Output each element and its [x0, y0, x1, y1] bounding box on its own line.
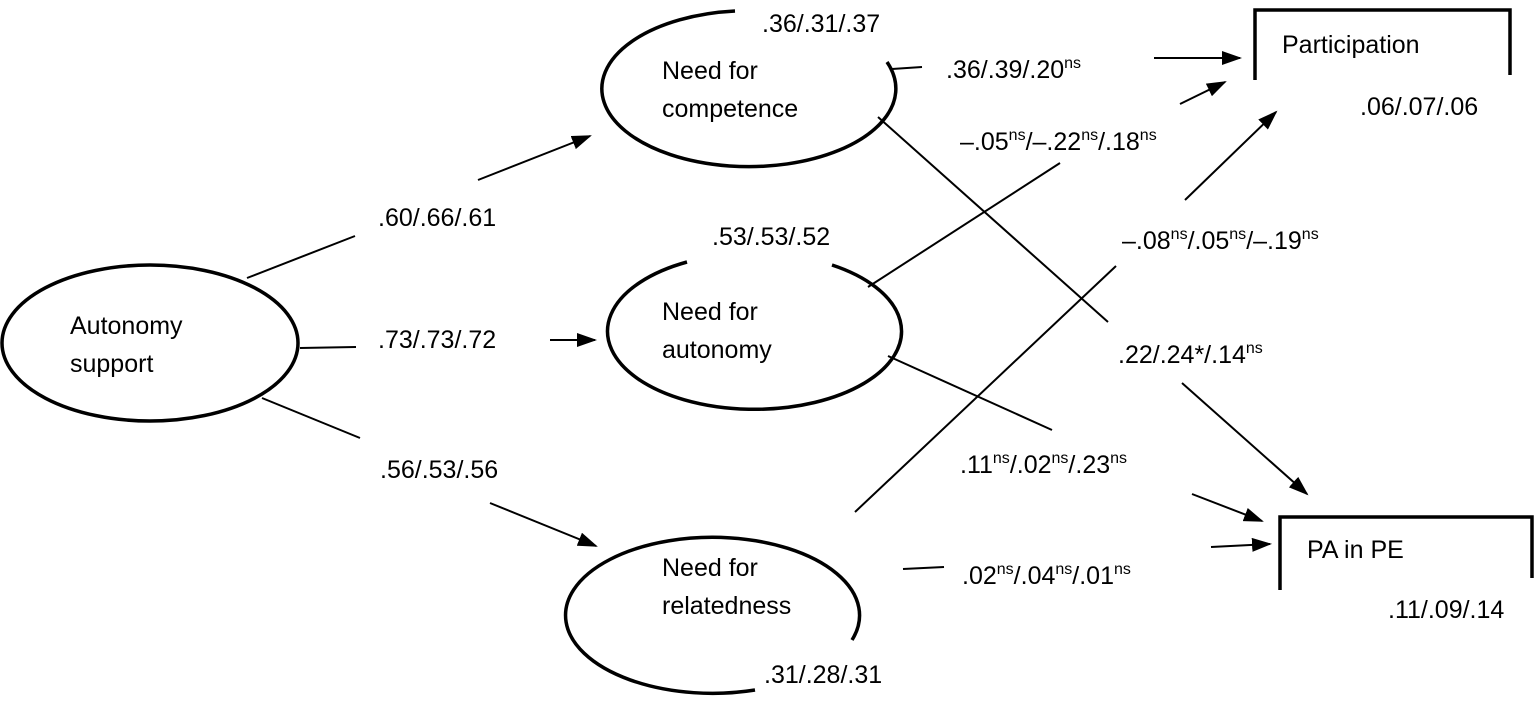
- coefficient-value: .02: [962, 562, 997, 590]
- need-competence-label-line-2: competence: [662, 95, 798, 123]
- path-line: [854, 265, 1117, 513]
- coefficient-value: .11: [960, 451, 993, 479]
- autonomy-support-label: Autonomy support: [70, 312, 190, 378]
- coef-autonomy-to-pa-in-pe: .11ns/.02ns/.23ns: [960, 450, 1127, 479]
- path-line: [902, 566, 945, 570]
- path-line: [246, 235, 356, 279]
- path-arrow-autonomy-participation: [1179, 81, 1227, 105]
- pa-in-pe-box: [1278, 515, 1534, 590]
- path-arrow-as-competence: [477, 135, 592, 181]
- r2-need-competence: .36/.31/.37: [762, 10, 880, 38]
- ns-superscript: ns: [1009, 127, 1026, 144]
- path-line: [891, 66, 923, 70]
- ns-superscript: ns: [1055, 561, 1072, 578]
- path-line: [867, 162, 1061, 288]
- coef-relatedness-to-participation: –.08ns/.05ns/–.19ns: [1122, 226, 1319, 255]
- r2-participation: .06/.07/.06: [1360, 93, 1478, 121]
- coefficient-value: .36/.39/.20: [946, 56, 1064, 84]
- ns-superscript: ns: [1246, 340, 1263, 357]
- ns-superscript: ns: [1114, 561, 1131, 578]
- ns-superscript: ns: [1140, 127, 1157, 144]
- coefficient-value: /.02: [1010, 451, 1052, 479]
- autonomy-support-label-line-1: Autonomy: [70, 312, 183, 340]
- coef-autonomy-support-to-relatedness: .56/.53/.56: [380, 456, 498, 484]
- autonomy-support-ellipse: [0, 263, 300, 423]
- path-arrow-autonomy-pa-in-pe: [1191, 493, 1264, 522]
- autonomy-support-label-line-2: support: [70, 350, 153, 378]
- ns-superscript: ns: [1171, 226, 1188, 243]
- coef-relatedness-to-pa-in-pe: .02ns/.04ns/.01ns: [962, 561, 1131, 590]
- ns-superscript: ns: [997, 561, 1014, 578]
- ns-superscript: ns: [993, 450, 1010, 467]
- need-autonomy-ellipse: [605, 260, 904, 412]
- need-competence-label-line-1: Need for: [662, 57, 758, 85]
- need-competence-label: Need for competence: [662, 57, 798, 123]
- participation-box: [1253, 8, 1512, 80]
- coef-competence-to-participation: .36/.39/.20ns: [946, 55, 1081, 84]
- coefficient-value: /.04: [1014, 562, 1056, 590]
- coef-autonomy-support-to-autonomy: .73/.73/.72: [378, 326, 496, 354]
- need-autonomy-label-line-2: autonomy: [662, 336, 772, 364]
- need-autonomy-label: Need for autonomy: [662, 298, 772, 364]
- coefficient-value: /.05: [1188, 227, 1230, 255]
- ns-superscript: ns: [1064, 55, 1081, 72]
- need-relatedness-label-line-2: relatedness: [662, 592, 791, 620]
- need-autonomy-label-line-1: Need for: [662, 298, 758, 326]
- ns-superscript: ns: [1229, 226, 1246, 243]
- path-arrow-as-relatedness: [489, 502, 598, 547]
- coefficient-value: /.18: [1098, 128, 1140, 156]
- ns-superscript: ns: [1081, 127, 1098, 144]
- participation-label: Participation: [1282, 31, 1420, 59]
- need-relatedness-ellipse: [563, 535, 862, 696]
- coefficient-value: /–.19: [1246, 227, 1302, 255]
- coef-competence-to-pa-in-pe: .22/.24*/.14ns: [1118, 340, 1263, 369]
- ns-superscript: ns: [1110, 450, 1127, 467]
- coef-autonomy-to-participation: –.05ns/–.22ns/.18ns: [960, 127, 1157, 156]
- ns-superscript: ns: [1302, 226, 1319, 243]
- coefficient-value: /–.22: [1026, 128, 1082, 156]
- coefficient-value: –.05: [960, 128, 1009, 156]
- path-line: [887, 355, 1053, 431]
- pa-in-pe-label: PA in PE: [1307, 536, 1404, 564]
- r2-pa-in-pe: .11/.09/.14: [1388, 596, 1504, 624]
- path-line: [299, 346, 357, 349]
- need-relatedness-label: Need for relatedness: [662, 554, 791, 620]
- r2-need-relatedness: .31/.28/.31: [764, 661, 882, 689]
- path-line: [261, 397, 361, 439]
- coefficient-value: –.08: [1122, 227, 1171, 255]
- ns-superscript: ns: [1052, 450, 1069, 467]
- coef-autonomy-support-to-competence: .60/.66/.61: [378, 204, 496, 232]
- need-relatedness-label-line-1: Need for: [662, 554, 758, 582]
- coefficient-value: /.23: [1068, 451, 1110, 479]
- path-arrow-relatedness-pa-in-pe: [1210, 537, 1272, 552]
- coefficient-value: .22/.24*/.14: [1118, 341, 1246, 369]
- path-arrow-relatedness-participation: [1184, 110, 1278, 201]
- path-arrow-competence-pa-in-pe: [1181, 382, 1309, 496]
- path-line: [877, 116, 1109, 323]
- coefficient-value: /.01: [1072, 562, 1114, 590]
- r2-need-autonomy: .53/.53/.52: [712, 223, 830, 251]
